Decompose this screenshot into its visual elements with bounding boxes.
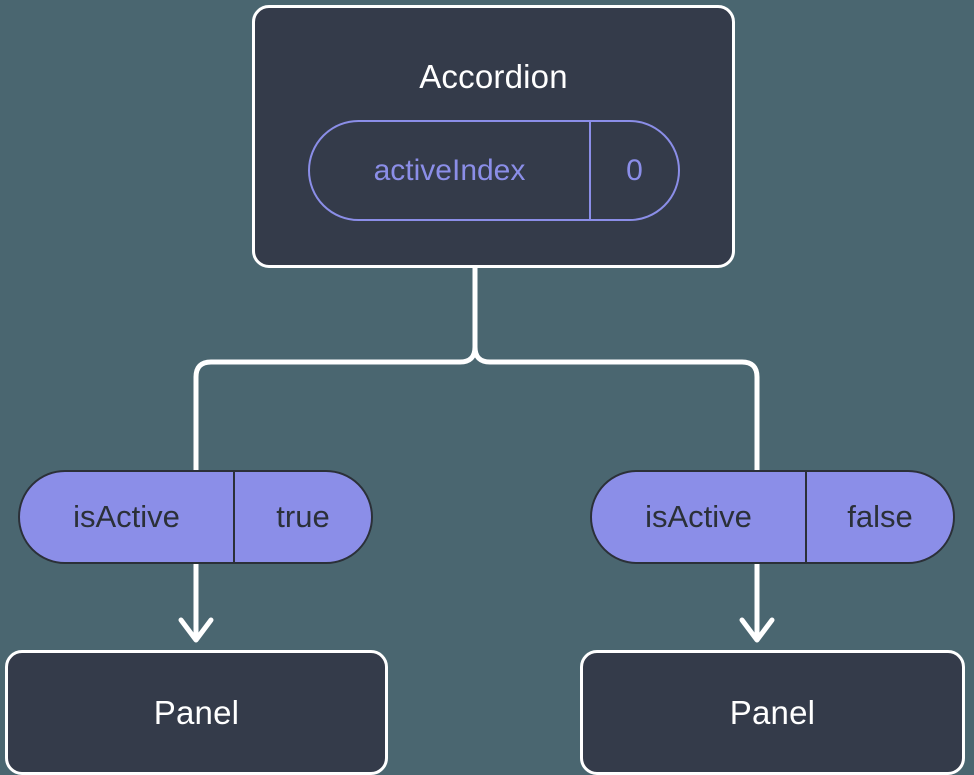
prop-pill-is-active-true[interactable]: isActive true (18, 470, 373, 564)
arrowhead-panel-right (739, 617, 775, 643)
prop-pill-is-active-true-key: isActive (73, 499, 180, 534)
node-panel-left-title: Panel (153, 693, 240, 731)
prop-pill-is-active-false[interactable]: isActive false (590, 470, 955, 564)
state-pill-active-index-key: activeIndex (373, 153, 526, 187)
edge-root-to-branches (193, 265, 478, 473)
node-panel-right[interactable]: Panel (580, 650, 965, 775)
node-panel-left[interactable]: Panel (5, 650, 388, 775)
prop-pill-is-active-false-value: false (805, 472, 953, 562)
arrowhead-panel-left (178, 617, 214, 643)
prop-pill-is-active-false-key: isActive (645, 499, 752, 534)
node-panel-right-title: Panel (729, 693, 816, 731)
state-pill-active-index[interactable]: activeIndex 0 (308, 120, 680, 221)
prop-pill-is-active-true-value: true (233, 472, 371, 562)
edge-root-to-branch-right (472, 265, 760, 473)
node-accordion-title: Accordion (419, 58, 568, 95)
state-pill-active-index-value: 0 (589, 122, 678, 219)
